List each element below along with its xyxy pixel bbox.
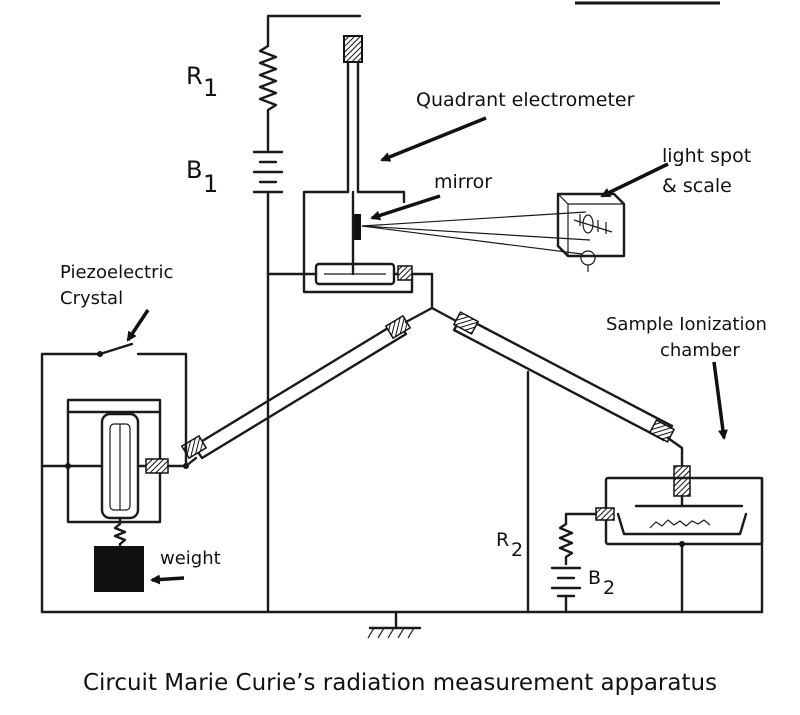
label-weight: weight: [160, 548, 221, 569]
light-spot-arrow: [600, 162, 669, 198]
label-b1: B: [186, 156, 202, 184]
light-scale: [556, 192, 626, 272]
electrometer-arrow: [380, 116, 487, 162]
label-chamber-1: Sample Ionization: [606, 314, 767, 335]
r1-b1-branch: [252, 14, 362, 614]
diagram-caption: Circuit Marie Curie’s radiation measurem…: [83, 670, 717, 696]
label-r1: R: [186, 62, 203, 90]
battery-b1: [252, 150, 284, 194]
electrometer-mirror: [354, 214, 361, 240]
ground-bus: [40, 476, 764, 639]
mirror-arrow: [370, 194, 441, 221]
label-electrometer: Quadrant electrometer: [416, 89, 635, 111]
resistor-r1: [258, 44, 278, 142]
label-mirror: mirror: [434, 171, 492, 193]
label-crystal-2: Crystal: [60, 288, 123, 309]
annotation-arrows: [126, 116, 728, 585]
weight-arrow: [150, 574, 185, 585]
label-b2: B: [588, 567, 601, 589]
ground-icon: [367, 626, 422, 639]
connecting-tubes: [180, 306, 684, 468]
label-b1-sub: 1: [203, 170, 218, 198]
label-chamber-2: chamber: [660, 340, 740, 361]
label-light-scale: & scale: [662, 175, 732, 197]
quadrant-electrometer: [266, 35, 434, 310]
label-light-spot: light spot: [662, 145, 751, 167]
chamber-arrow: [712, 361, 728, 440]
electrometer-terminal: [397, 265, 413, 281]
battery-b2: [550, 566, 582, 598]
weight-block: [94, 546, 144, 592]
label-r2-sub: 2: [511, 539, 523, 561]
lamp-icon: [580, 250, 596, 266]
electrometer-top-cap: [343, 35, 363, 63]
label-crystal-1: Piezoelectric: [60, 262, 173, 283]
label-r2: R: [496, 529, 509, 551]
label-b2-sub: 2: [603, 577, 615, 599]
crystal-arrow: [126, 309, 150, 342]
resistor-r2: [558, 522, 574, 566]
label-r1-sub: 1: [203, 74, 218, 102]
light-rays: [361, 211, 591, 255]
ionization-chamber: [595, 465, 764, 614]
r2-b2-series: [550, 512, 598, 614]
piezoelectric-crystal: [40, 342, 198, 614]
